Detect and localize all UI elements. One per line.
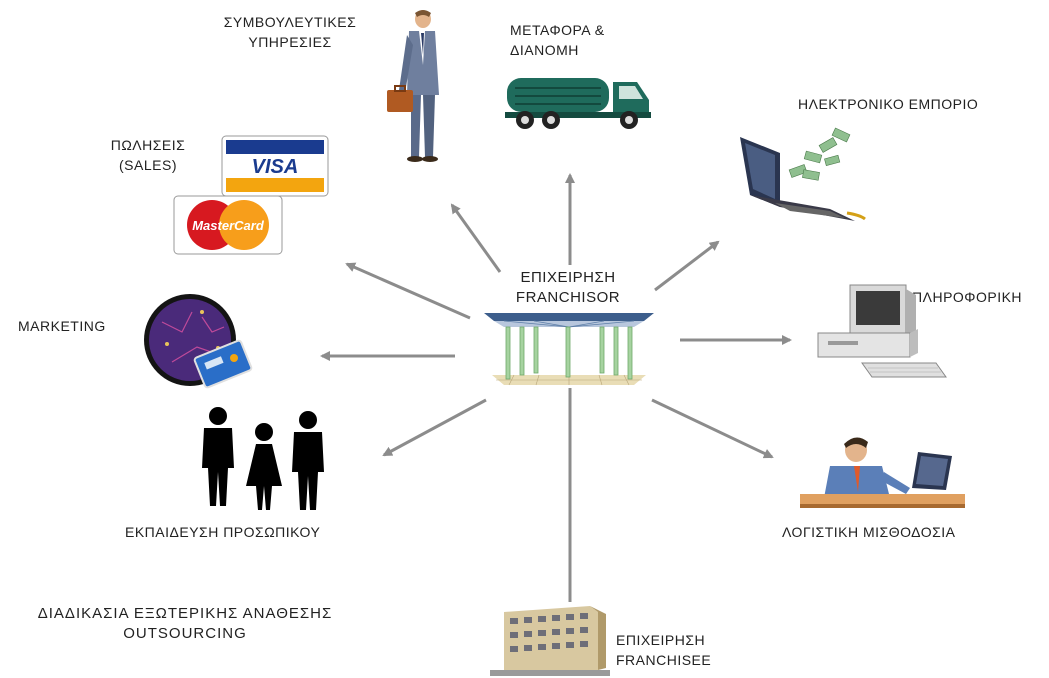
footer-label-line1: ΔΙΑΔΙΚΑΣΙΑ ΕΞΩΤΕΡΙΚΗΣ ΑΝΑΘΕΣΗΣ xyxy=(37,605,333,622)
truck-icon xyxy=(505,78,651,129)
marketing-label: MARKETING xyxy=(18,318,106,334)
arrow-to-training xyxy=(382,398,487,457)
mastercard-card: MasterCard xyxy=(173,195,283,255)
arrow-to-ecommerce xyxy=(654,240,720,292)
building-icon xyxy=(490,606,610,676)
sales-label-line1: ΠΩΛΗΣΕΙΣ xyxy=(110,137,186,153)
mastercard-text-right: Card xyxy=(234,218,265,233)
center-label-line2: FRANCHISOR xyxy=(515,289,621,306)
accountant-icon xyxy=(800,437,965,508)
computer-icon xyxy=(817,284,947,378)
sales-label-line2: (SALES) xyxy=(119,157,177,173)
franchisee-label-line2: FRANCHISEE xyxy=(616,652,712,668)
people-icon xyxy=(202,407,324,510)
consulting-label: ΣΥΜΒΟΥΛΕΥΤΙΚΕΣ ΥΠΗΡΕΣΙΕΣ xyxy=(205,12,375,52)
visa-card: VISA xyxy=(221,135,329,197)
consulting-label-line1: ΣΥΜΒΟΥΛΕΥΤΙΚΕΣ xyxy=(223,14,357,30)
training-label: ΕΚΠΑΙΔΕΥΣΗ ΠΡΟΣΩΠΙΚΟΥ xyxy=(125,524,321,540)
it-label: ΠΛΗΡΟΦΟΡΙΚΗ xyxy=(912,289,1023,305)
footer-label-line2: OUTSOURCING xyxy=(123,625,247,642)
center-label: ΕΠΙΧΕΙΡΗΣΗ FRANCHISOR xyxy=(488,268,648,308)
transport-label-line2: ΔΙΑΝΟΜΗ xyxy=(510,42,579,58)
marketing-disc-icon xyxy=(144,294,253,389)
franchisee-label: ΕΠΙΧΕΙΡΗΣΗ FRANCHISEE xyxy=(616,630,711,670)
footer-label: ΔΙΑΔΙΚΑΣΙΑ ΕΞΩΤΕΡΙΚΗΣ ΑΝΑΘΕΣΗΣ OUTSOURCI… xyxy=(4,604,366,644)
ecommerce-label: ΗΛΕΚΤΡΟΝΙΚΟ ΕΜΠΟΡΙΟ xyxy=(798,96,979,112)
businessman-icon xyxy=(387,10,439,162)
sales-label: ΠΩΛΗΣΕΙΣ (SALES) xyxy=(98,135,198,175)
arrow-to-sales xyxy=(345,262,471,320)
visa-text: VISA xyxy=(252,156,299,178)
pavilion-icon xyxy=(484,313,654,386)
center-label-line1: ΕΠΙΧΕΙΡΗΣΗ xyxy=(520,269,616,286)
payroll-label: ΛΟΓΙΣΤΙΚΗ ΜΙΣΘΟΔΟΣΙΑ xyxy=(782,524,956,540)
laptop-money-icon xyxy=(740,127,866,221)
svg-text:MasterCard: MasterCard xyxy=(192,218,265,233)
credit-cards-icon: VISA MasterCard xyxy=(173,135,329,255)
transport-label-line1: ΜΕΤΑΦΟΡΑ & xyxy=(510,22,605,38)
consulting-label-line2: ΥΠΗΡΕΣΙΕΣ xyxy=(248,34,332,50)
transport-label: ΜΕΤΑΦΟΡΑ & ΔΙΑΝΟΜΗ xyxy=(510,20,605,60)
franchisee-label-line1: ΕΠΙΧΕΙΡΗΣΗ xyxy=(616,632,706,648)
mastercard-text-left: Master xyxy=(192,218,235,233)
arrow-to-payroll xyxy=(651,398,774,459)
arrow-to-consulting xyxy=(450,203,502,273)
